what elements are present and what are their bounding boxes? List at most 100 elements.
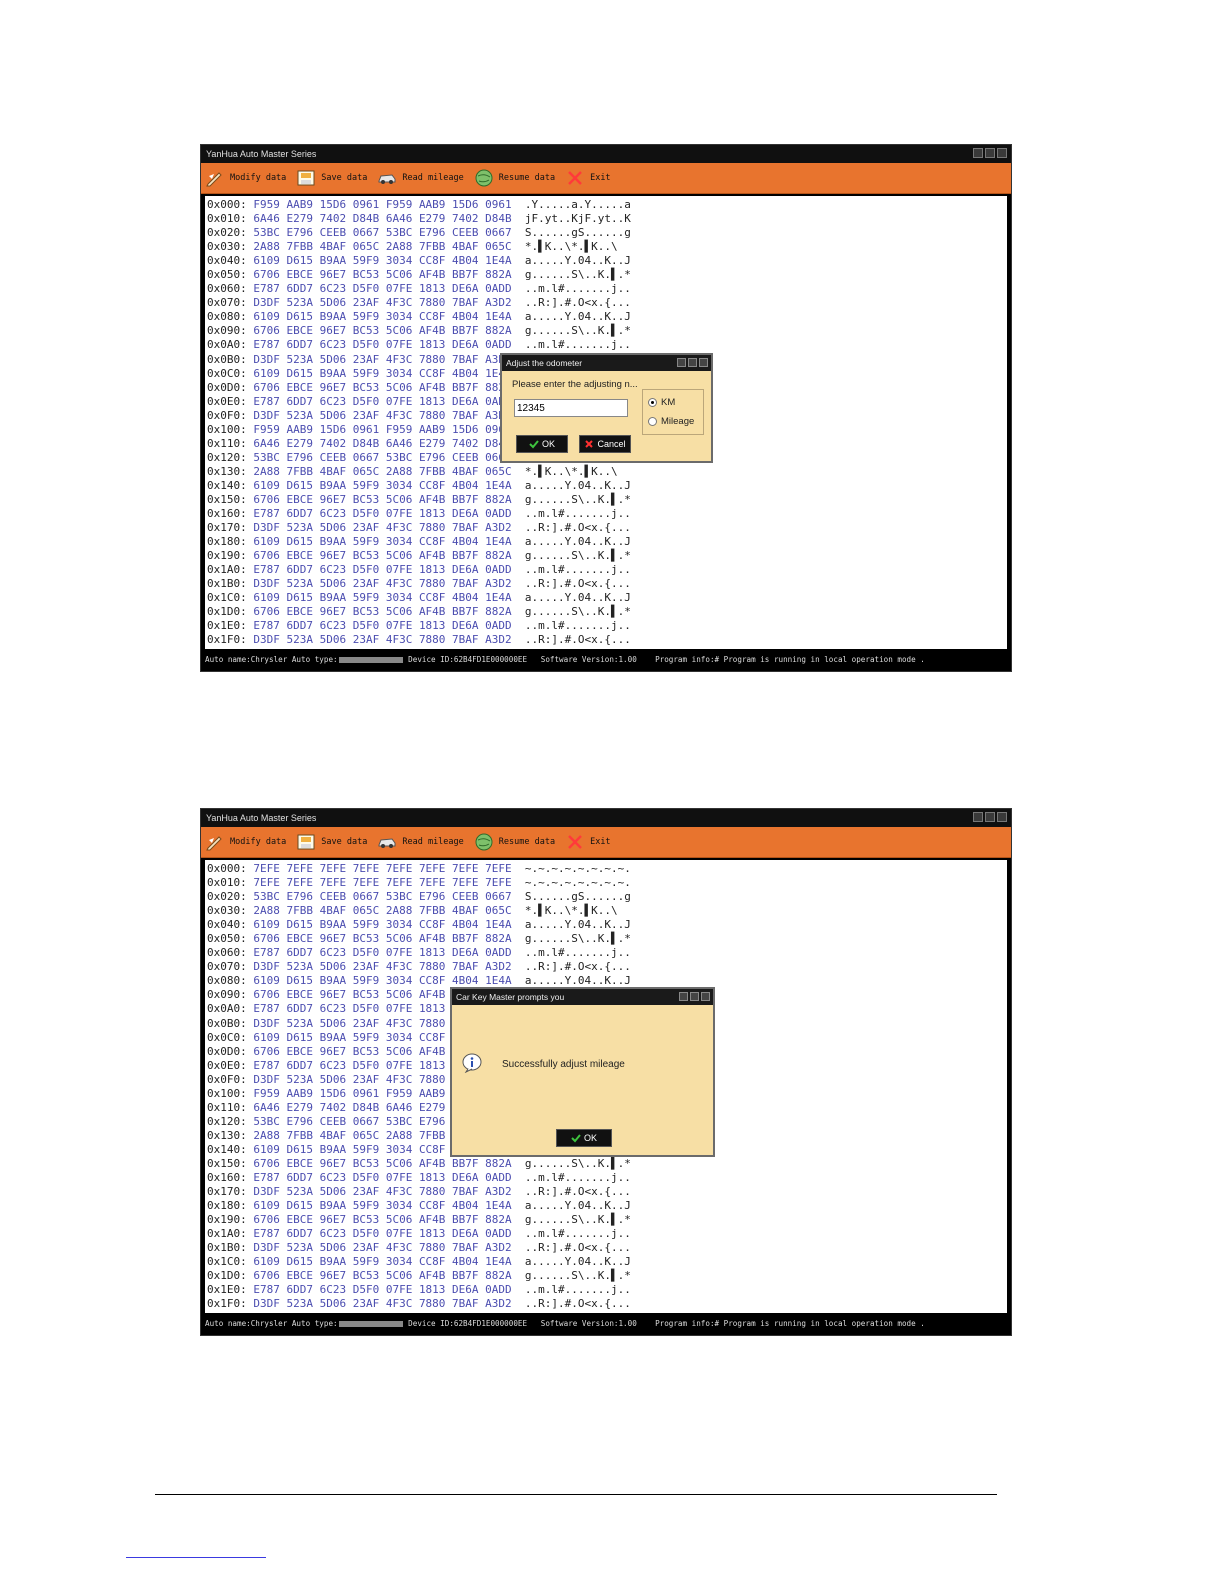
success-dialog: Car Key Master prompts you Successfully …	[450, 987, 715, 1157]
hex-bytes: 2A88 7FBB 4BAF 065C 2A88 7FBB 4BAF 065C	[253, 464, 512, 478]
hex-address: 0x1A0:	[207, 1227, 247, 1241]
hex-row: 0x090: 6706 EBCE 96E7 BC53 5C06 AF4B BB7…	[205, 324, 1007, 338]
hex-bytes: E787 6DD7 6C23 D5F0 07FE 1813 DE6A 0ADD	[253, 1171, 512, 1185]
hex-address: 0x110:	[207, 436, 247, 450]
status-auto-name: Auto name:Chrysler Auto type:	[205, 1319, 338, 1328]
hex-address: 0x1B0:	[207, 1241, 247, 1255]
hex-address: 0x1C0:	[207, 1255, 247, 1269]
hex-address: 0x0A0:	[207, 1002, 247, 1016]
hex-editor-pane[interactable]: 0x000: 7EFE 7EFE 7EFE 7EFE 7EFE 7EFE 7EF…	[205, 860, 1007, 1314]
resume-data-button[interactable]: Resume data	[474, 168, 555, 188]
minimize-button[interactable]	[973, 812, 983, 822]
save-data-label: Save data	[321, 837, 368, 847]
save-data-button[interactable]: Save data	[296, 832, 367, 852]
hex-bytes: 6706 EBCE 96E7 BC53 5C06 AF4B BB7F 882A	[253, 324, 512, 338]
hex-row: 0x1A0: E787 6DD7 6C23 D5F0 07FE 1813 DE6…	[205, 1227, 1007, 1241]
status-bar: Auto name:Chrysler Auto type: Device ID:…	[201, 1313, 1011, 1335]
hex-address: 0x0E0:	[207, 1058, 247, 1072]
resume-data-button[interactable]: Resume data	[474, 832, 555, 852]
hex-row: 0x050: 6706 EBCE 96E7 BC53 5C06 AF4B BB7…	[205, 932, 1007, 946]
dialog-minimize-button[interactable]	[679, 992, 688, 1001]
read-mileage-button[interactable]: Read mileage	[377, 832, 464, 852]
toolbar: Modify data Save data Read mileage Resum…	[201, 827, 1011, 858]
hex-row: 0x000: F959 AAB9 15D6 0961 F959 AAB9 15D…	[205, 198, 1007, 212]
hex-ascii: jF.yt..KjF.yt..K	[524, 212, 631, 226]
dialog-maximize-button[interactable]	[688, 358, 697, 367]
hex-row: 0x070: D3DF 523A 5D06 23AF 4F3C 7880 7BA…	[205, 296, 1007, 310]
ok-button[interactable]: OK	[556, 1129, 612, 1147]
hex-address: 0x190:	[207, 549, 247, 563]
km-radio[interactable]: KM	[648, 397, 675, 408]
hex-address: 0x150:	[207, 492, 247, 506]
hex-address: 0x070:	[207, 960, 247, 974]
hex-address: 0x1E0:	[207, 1283, 247, 1297]
hex-ascii: g......S\..K.▌.*	[524, 549, 631, 563]
hex-ascii: ..m.l#.......j..	[524, 507, 631, 521]
hex-ascii: ..R:].#.O<x.{...	[524, 296, 631, 310]
hex-ascii: a.....Y.04..K..J	[524, 254, 631, 268]
dialog-minimize-button[interactable]	[677, 358, 686, 367]
hex-address: 0x000:	[207, 198, 247, 211]
dialog-maximize-button[interactable]	[690, 992, 699, 1001]
hex-address: 0x1C0:	[207, 591, 247, 605]
hex-bytes: E787 6DD7 6C23 D5F0 07FE 1813 DE6A 0ADD	[253, 1227, 512, 1241]
close-button[interactable]	[997, 148, 1007, 158]
hex-bytes: 6706 EBCE 96E7 BC53 5C06 AF4B BB7F 882A	[253, 1156, 512, 1170]
hex-address: 0x130:	[207, 464, 247, 478]
hex-bytes: 6706 EBCE 96E7 BC53 5C06 AF4B BB7F 882A	[253, 605, 512, 619]
hex-ascii: a.....Y.04..K..J	[524, 1199, 631, 1213]
adjust-value-input[interactable]: 12345	[514, 399, 628, 417]
ok-label: OK	[583, 1133, 597, 1143]
hex-row: 0x020: 53BC E796 CEEB 0667 53BC E796 CEE…	[205, 226, 1007, 240]
hex-address: 0x0E0:	[207, 394, 247, 408]
dialog-close-button[interactable]	[701, 992, 710, 1001]
hex-bytes: 7EFE 7EFE 7EFE 7EFE 7EFE 7EFE 7EFE 7EFE	[253, 862, 512, 875]
hex-bytes: 6706 EBCE 96E7 BC53 5C06 AF4B BB7F 882A	[253, 268, 512, 282]
hex-ascii: ..m.l#.......j..	[524, 563, 631, 577]
hex-address: 0x0B0:	[207, 1016, 247, 1030]
dialog-close-button[interactable]	[699, 358, 708, 367]
save-data-button[interactable]: Save data	[296, 168, 367, 188]
hex-bytes: E787 6DD7 6C23 D5F0 07FE 1813 DE6A 0ADD	[253, 338, 512, 352]
hex-address: 0x110:	[207, 1100, 247, 1114]
maximize-button[interactable]	[985, 812, 995, 822]
ok-button[interactable]: OK	[516, 435, 568, 453]
dialog-title-bar: Car Key Master prompts you	[452, 989, 713, 1005]
modify-data-button[interactable]: Modify data	[205, 168, 286, 188]
hex-address: 0x090:	[207, 324, 247, 338]
cancel-x-icon	[585, 440, 594, 448]
hex-row: 0x130: 2A88 7FBB 4BAF 065C 2A88 7FBB 4BA…	[205, 465, 1007, 479]
hex-row: 0x010: 6A46 E279 7402 D84B 6A46 E279 740…	[205, 212, 1007, 226]
hex-address: 0x060:	[207, 946, 247, 960]
hex-row: 0x0A0: E787 6DD7 6C23 D5F0 07FE 1813 DE6…	[205, 338, 1007, 352]
cancel-button[interactable]: Cancel	[579, 435, 631, 453]
dialog-controls	[677, 358, 708, 367]
modify-data-label: Modify data	[230, 173, 287, 183]
close-button[interactable]	[997, 812, 1007, 822]
hex-address: 0x100:	[207, 422, 247, 436]
hex-row: 0x1D0: 6706 EBCE 96E7 BC53 5C06 AF4B BB7…	[205, 605, 1007, 619]
adjust-odometer-dialog: Adjust the odometer Please enter the adj…	[500, 353, 713, 463]
exit-button[interactable]: Exit	[565, 832, 611, 852]
hex-row: 0x1C0: 6109 D615 B9AA 59F9 3034 CC8F 4B0…	[205, 591, 1007, 605]
hex-row: 0x1F0: D3DF 523A 5D06 23AF 4F3C 7880 7BA…	[205, 633, 1007, 647]
hex-row: 0x030: 2A88 7FBB 4BAF 065C 2A88 7FBB 4BA…	[205, 904, 1007, 918]
read-mileage-button[interactable]: Read mileage	[377, 168, 464, 188]
hex-address: 0x040:	[207, 918, 247, 932]
modify-data-button[interactable]: Modify data	[205, 832, 286, 852]
minimize-button[interactable]	[973, 148, 983, 158]
hex-bytes: 2A88 7FBB 4BAF 065C 2A88 7FBB 4BAF 065C	[253, 904, 512, 918]
hex-ascii: *.▌K..\*.▌K..\	[524, 464, 618, 478]
hex-address: 0x0D0:	[207, 1044, 247, 1058]
mileage-radio[interactable]: Mileage	[648, 416, 694, 427]
maximize-button[interactable]	[985, 148, 995, 158]
hex-bytes: D3DF 523A 5D06 23AF 4F3C 7880 7BAF A3D2	[253, 633, 512, 647]
hex-address: 0x080:	[207, 310, 247, 324]
hex-address: 0x0C0:	[207, 1030, 247, 1044]
mileage-radio-label: Mileage	[661, 416, 695, 427]
status-device-id: Device ID:62B4FD1E000000EE	[408, 1319, 528, 1328]
dialog-controls	[679, 992, 710, 1001]
hex-row: 0x010: 7EFE 7EFE 7EFE 7EFE 7EFE 7EFE 7EF…	[205, 876, 1007, 890]
hex-address: 0x1D0:	[207, 1269, 247, 1283]
exit-button[interactable]: Exit	[565, 168, 611, 188]
